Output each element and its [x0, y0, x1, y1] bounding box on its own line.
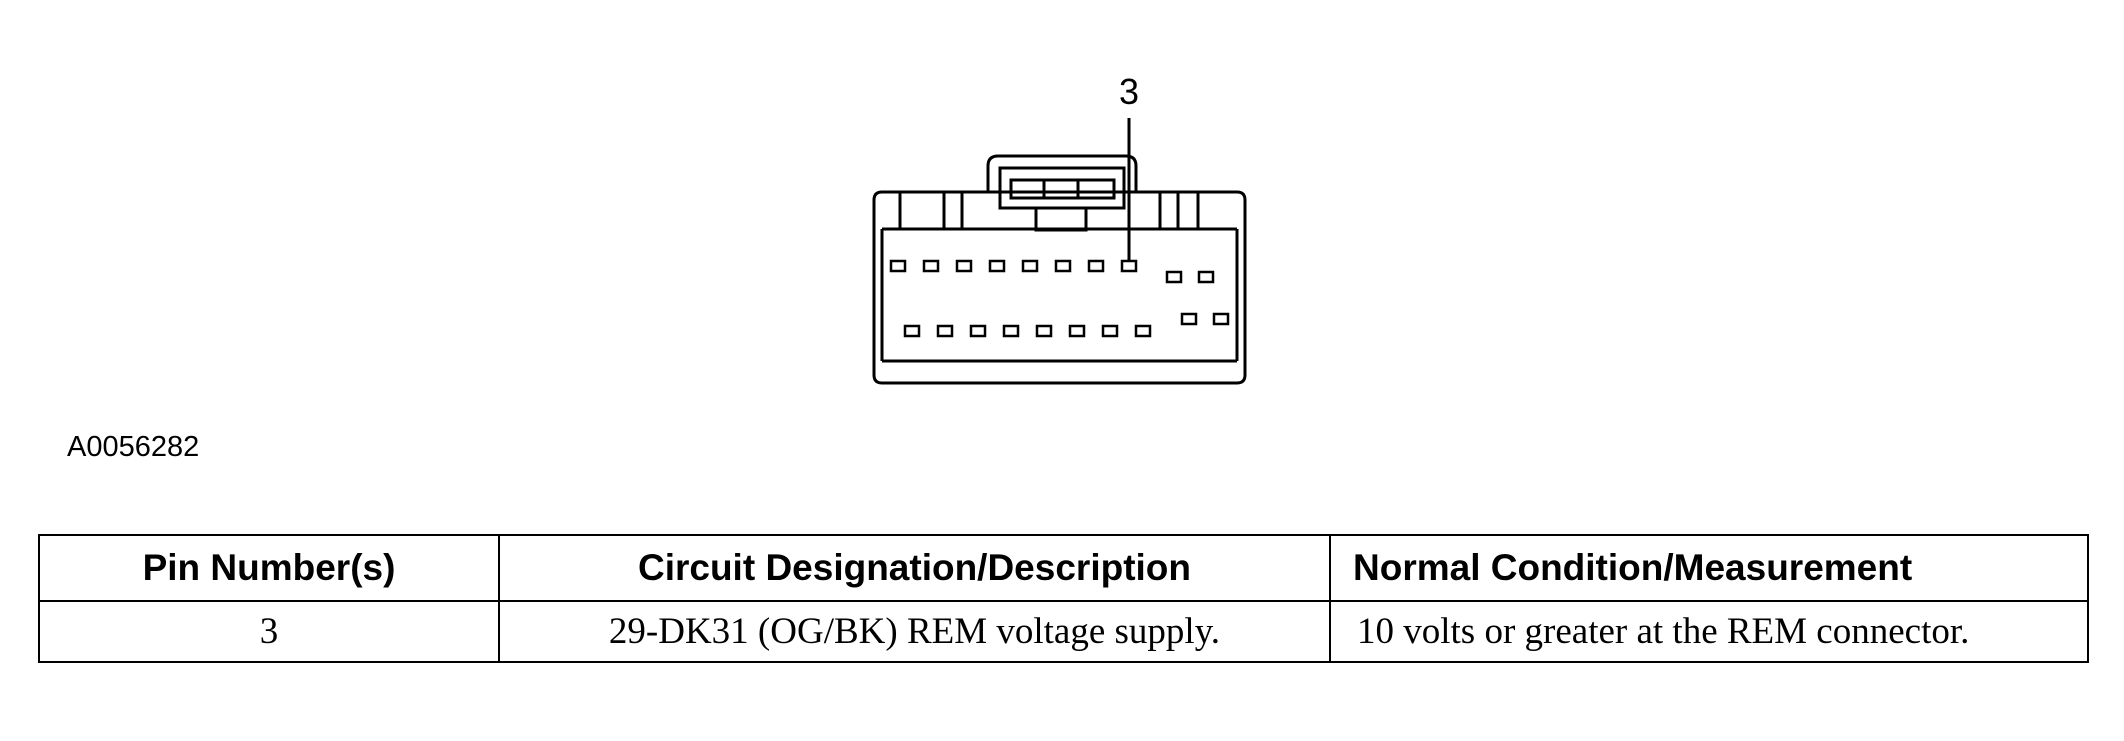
pin-cavity	[1054, 259, 1072, 273]
cell-normal-condition: 10 volts or greater at the REM connector…	[1329, 600, 2089, 663]
pin-cavity	[969, 324, 987, 338]
figure-id: A0056282	[67, 431, 200, 463]
pin-cavity	[1101, 324, 1119, 338]
header-pin-number: Pin Number(s)	[38, 534, 500, 602]
pin-cavity	[1068, 324, 1086, 338]
pin-cavity	[936, 324, 954, 338]
pin-cavity	[1197, 270, 1215, 284]
pin-table: Pin Number(s) Circuit Designation/Descri…	[38, 534, 2089, 663]
pin-cavity	[1165, 270, 1183, 284]
table-header-row: Pin Number(s) Circuit Designation/Descri…	[38, 534, 2089, 602]
pin-cavity	[1087, 259, 1105, 273]
pin-cavity	[1180, 312, 1198, 326]
pin-cavity	[1002, 324, 1020, 338]
pin-cavity	[1021, 259, 1039, 273]
cell-circuit-description: 29-DK31 (OG/BK) REM voltage supply.	[498, 600, 1331, 663]
pin-cavity	[1134, 324, 1152, 338]
pin-cavity	[922, 259, 940, 273]
pin-cavity	[903, 324, 921, 338]
pin-cavity	[955, 259, 973, 273]
callout-label: 3	[1119, 71, 1139, 112]
cell-pin-number: 3	[38, 600, 500, 663]
header-circuit-description: Circuit Designation/Description	[498, 534, 1331, 602]
header-normal-condition: Normal Condition/Measurement	[1329, 534, 2089, 602]
connector-outline	[872, 154, 1247, 385]
pin-cavity	[988, 259, 1006, 273]
pin-cavity	[889, 259, 907, 273]
table-row: 3 29-DK31 (OG/BK) REM voltage supply. 10…	[38, 600, 2089, 663]
pin-cavities	[889, 259, 1230, 338]
pin-cavity	[1035, 324, 1053, 338]
pin-cavity-3	[1120, 259, 1138, 273]
pin-cavity	[1212, 312, 1230, 326]
